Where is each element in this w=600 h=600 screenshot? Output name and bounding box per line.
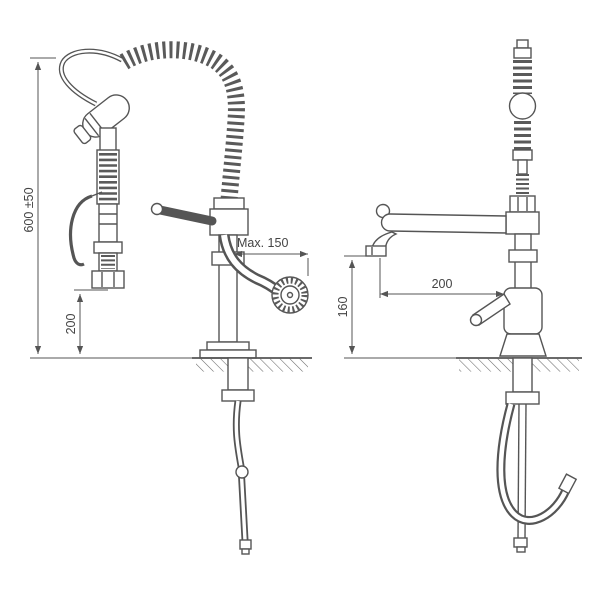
side-hose-inner [498, 403, 569, 523]
gun-nut [91, 270, 125, 289]
swivel-lever [155, 205, 217, 226]
spring-top-knob [516, 39, 529, 49]
knob-center [286, 291, 294, 299]
hose-end-tip [241, 548, 250, 555]
spout-tee [505, 211, 540, 235]
front-counter [192, 357, 312, 372]
side-body [469, 233, 547, 357]
dim600-label: 600 ±50 [22, 187, 36, 232]
coil-hose [119, 41, 245, 201]
valve-body [503, 287, 543, 335]
shank-nut [221, 389, 255, 402]
spray-nozzle [73, 124, 92, 145]
shank [227, 357, 249, 391]
side-stud-tip [516, 546, 526, 553]
side-spout [365, 203, 540, 257]
side-under-counter [496, 357, 578, 553]
dim-overall-height: 600 ±50 [22, 57, 192, 359]
gun-neck [99, 127, 117, 153]
hose-ball-joint [235, 465, 249, 479]
spray-gun [69, 94, 130, 289]
handle-tip [469, 313, 483, 327]
lever-end [150, 202, 164, 216]
dim200r-label: 200 [432, 277, 453, 291]
spring-top-cap [513, 47, 532, 59]
dim-max-reach: Max. 150 [234, 236, 309, 276]
knob-ribs [272, 277, 308, 313]
gun-trigger [69, 194, 93, 267]
spout-aerator [365, 245, 387, 257]
side-flange [499, 333, 547, 357]
gun-body [98, 203, 118, 243]
side-view: 200 160 [336, 39, 582, 553]
coil-end-cap [213, 197, 245, 210]
counter-hatch [196, 358, 308, 372]
gun-hose-inner [60, 49, 123, 106]
dim200l-label: 200 [64, 314, 78, 335]
side-spring-column [508, 39, 537, 213]
dim-spout-height: 160 [336, 255, 456, 359]
column-base-upper [206, 341, 250, 351]
riser-rod [517, 159, 528, 175]
ball-joint [508, 92, 537, 120]
spray-head-line [84, 117, 100, 137]
riser-nut [509, 195, 536, 213]
gun-collar [93, 241, 123, 254]
hose-end-cap [239, 539, 252, 550]
side-stud-cap [513, 537, 528, 548]
front-under-counter [221, 357, 255, 555]
side-shank-nut [505, 391, 540, 405]
max150-label: Max. 150 [237, 236, 288, 250]
column-base-lower [199, 349, 257, 359]
spout-arm [380, 213, 507, 234]
spring-collar [512, 149, 533, 161]
front-column [150, 197, 309, 359]
front-view: 600 ±50 200 Max. 150 [22, 41, 312, 555]
dim-gun-height: 200 [64, 289, 108, 354]
side-hose-fitting [557, 473, 578, 495]
side-collar [508, 249, 538, 263]
gun-trigger-hook [91, 191, 103, 197]
dim160-label: 160 [336, 297, 350, 318]
side-shank [512, 357, 533, 393]
knob-mid [280, 285, 300, 305]
dim-spout-reach: 200 [379, 258, 504, 298]
